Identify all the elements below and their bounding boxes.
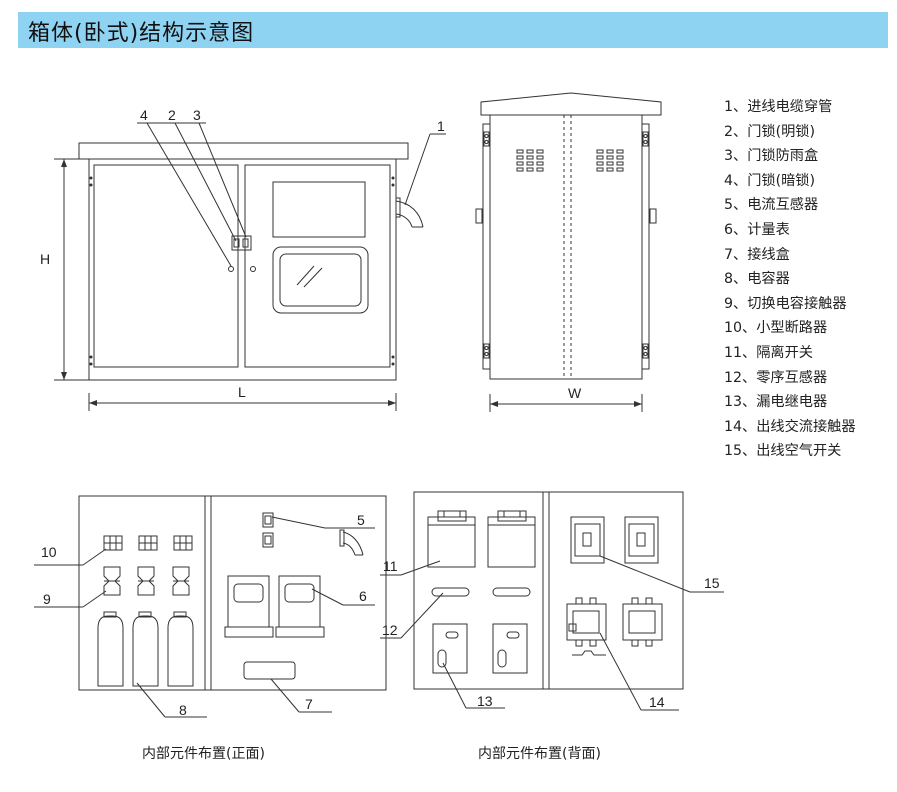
callout-7: 7 [305,696,313,712]
zero-sequence-ct-icon [492,587,531,597]
zero-sequence-ct-icon [431,587,470,597]
callout-line-1 [404,133,431,206]
legend-item: 8、电容器 [724,271,790,288]
label-w: W [568,385,582,401]
legend-item: 3、门锁防雨盒 [724,148,819,165]
meter-window-upper [272,181,366,238]
callout-line-14 [599,632,642,711]
callout-6: 6 [359,588,367,604]
callout-line-12 [400,592,444,639]
callout-line-6 [311,588,344,606]
air-switch-icon [570,516,659,564]
callout-line-15 [599,555,691,593]
callout-2: 2 [168,107,176,123]
callout-12: 12 [382,622,398,638]
callout-8: 8 [179,702,187,718]
callout-line-4 [146,122,232,267]
capacitor-contactor-icon [103,566,190,596]
callout-13: 13 [477,693,493,709]
legend-item: 11、隔离开关 [724,344,813,361]
label-l: L [238,384,246,400]
leakage-relay-icon [432,623,528,674]
callout-9: 9 [43,591,51,607]
callout-line-11 [400,560,441,576]
side-handle-icon [475,208,657,224]
hinge-icon [89,176,395,366]
cable-conduit-icon [339,529,364,556]
legend-item: 5、电流互感器 [724,197,819,214]
callout-4: 4 [140,107,148,123]
legend-item: 6、计量表 [724,221,790,238]
title-bar: 箱体(卧式)结构示意图 [18,12,888,48]
capacitor-icon [97,611,194,687]
hidden-lock-icon [228,266,234,272]
current-transformer-icon [262,512,274,548]
right-door [244,164,391,368]
callout-line-9 [82,590,107,608]
meter-window-icon [272,246,369,314]
callout-line-5 [271,516,326,529]
callout-10: 10 [41,544,57,560]
hinge-icon [483,131,649,359]
callout-line-13 [442,662,467,709]
side-right-rail [641,123,650,370]
front-cabinet-body [88,158,397,381]
callout-line-7 [270,678,300,713]
legend-item: 7、接线盒 [724,246,790,263]
inner-front-panel: 10 9 8 5 6 7 [34,495,387,718]
front-view: 4 2 3 1 H L [40,107,446,411]
legend-item: 2、门锁(明锁) [724,123,816,140]
legend-item: 9、切换电容接触器 [724,295,847,312]
callout-15: 15 [704,575,720,591]
callout-14: 14 [649,694,665,710]
ac-contactor-icon [566,597,663,656]
isolating-switch-icon [427,510,536,568]
door-lock-icon [231,235,252,251]
callout-1: 1 [437,118,445,134]
caption-back: 内部元件布置(背面) [478,746,601,762]
legend-item: 13、漏电继电器 [724,394,828,411]
callout-line-8 [136,682,166,718]
callout-line-3 [198,122,247,238]
side-roof [480,92,662,116]
mini-breaker-icon [103,535,193,551]
label-h: H [40,251,50,267]
left-door [93,164,239,368]
callout-3: 3 [193,107,201,123]
component-legend: 1、进线电缆穿管 2、门锁(明锁) 3、门锁防雨盒 4、门锁(暗锁) 5、电流互… [724,95,856,464]
legend-item: 1、进线电缆穿管 [724,99,833,115]
side-view: W [475,92,662,412]
cable-conduit-icon [395,197,424,228]
inner-front-outline [78,495,387,691]
side-left-rail [482,123,491,370]
meter-icon [224,575,325,638]
inner-back-panel: 11 12 13 15 14 [380,491,724,711]
junction-box-icon [243,661,296,680]
legend-item: 4、门锁(暗锁) [724,172,816,189]
legend-item: 14、出线交流接触器 [724,418,856,435]
callout-line-2 [174,122,237,242]
page-title: 箱体(卧式)结构示意图 [28,21,255,46]
callout-5: 5 [357,512,365,528]
side-cabinet-body [489,114,643,380]
vent-slot-icon [516,149,624,172]
lock-knob-icon [250,266,256,272]
legend-item: 15、出线空气开关 [724,443,842,460]
front-roof [78,142,409,160]
legend-item: 10、小型断路器 [724,320,828,337]
caption-front: 内部元件布置(正面) [142,746,265,762]
callout-11: 11 [383,558,398,574]
callout-line-10 [82,548,107,566]
legend-item: 12、零序互感器 [724,369,828,386]
